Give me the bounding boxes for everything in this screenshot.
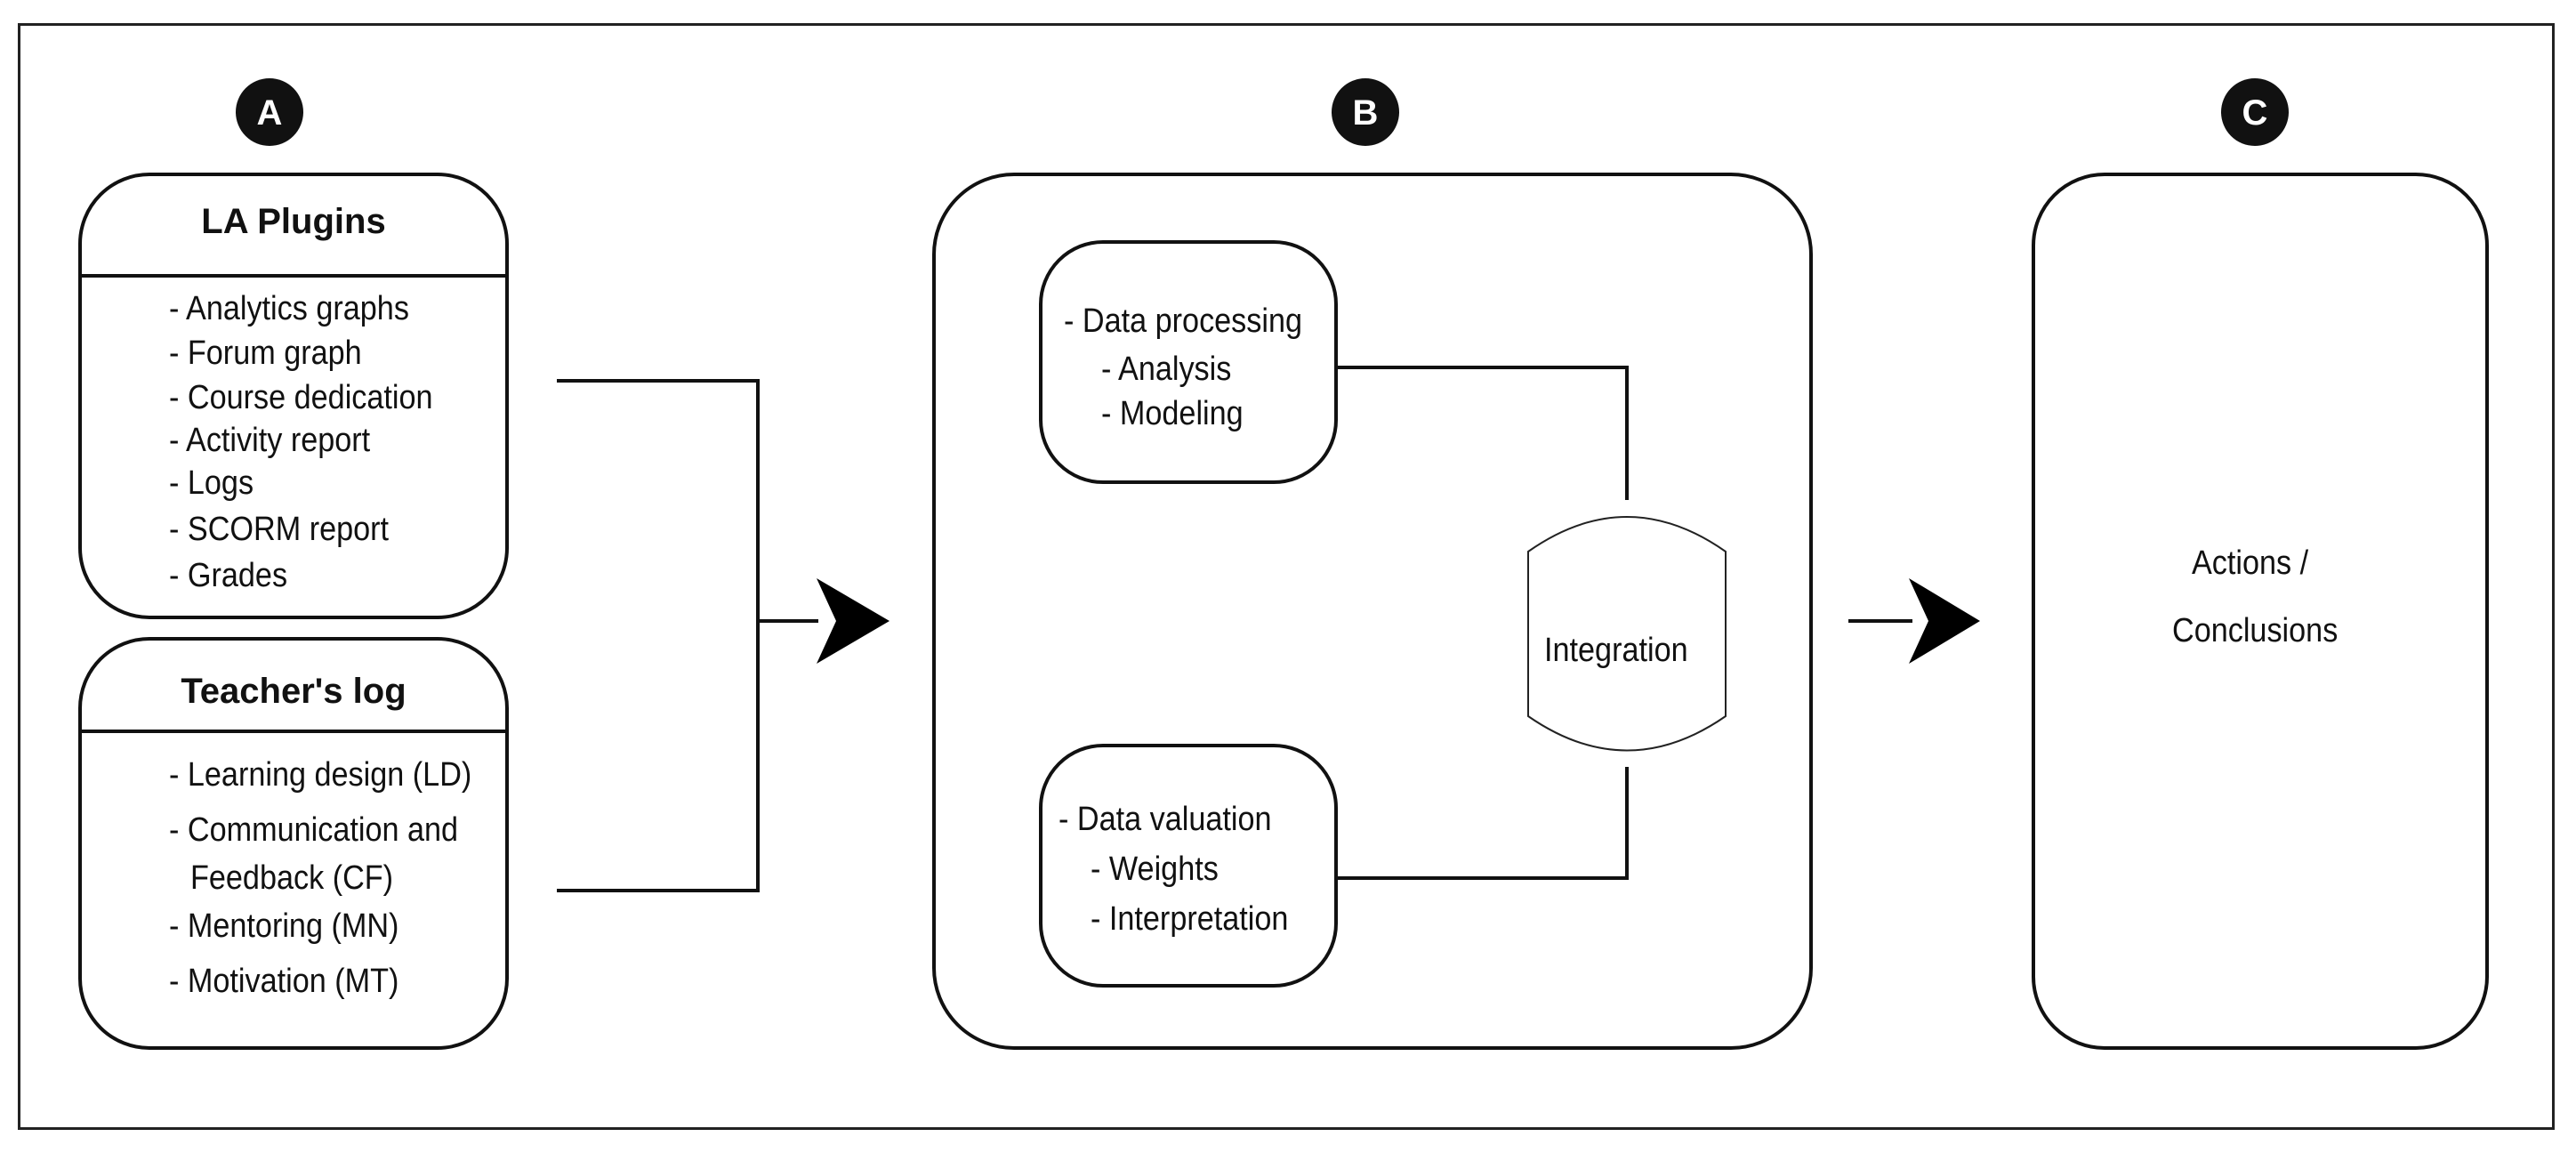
section-b-box	[932, 173, 1813, 1050]
list-item: - SCORM report	[169, 511, 390, 548]
badge-a: A	[236, 78, 303, 146]
integration-cylinder	[1527, 516, 1727, 752]
data-processing-box	[1039, 240, 1338, 484]
data-processing-sub: - Modeling	[1101, 395, 1244, 432]
svg-text:C: C	[2242, 93, 2268, 133]
list-item: - Forum graph	[169, 335, 362, 372]
list-item: - Activity report	[169, 422, 371, 459]
list-item: - Analytics graphs	[169, 290, 409, 327]
svg-text:A: A	[257, 93, 283, 133]
arrow-head-to-c	[1909, 578, 1980, 664]
integration-label: Integration	[1544, 632, 1688, 669]
list-item: - Motivation (MT)	[169, 963, 399, 1000]
list-item: - Course dedication	[169, 379, 433, 416]
conclusions-label: Conclusions	[2172, 612, 2339, 649]
data-valuation-sub: - Weights	[1091, 851, 1219, 888]
list-item: Feedback (CF)	[190, 859, 394, 897]
bracket-connector	[557, 379, 818, 892]
data-valuation-sub: - Interpretation	[1091, 900, 1289, 938]
data-valuation-box	[1039, 744, 1338, 988]
valuation-to-integration-line	[1336, 767, 1629, 880]
svg-text:B: B	[1353, 93, 1379, 133]
actions-label: Actions /	[2192, 544, 2309, 582]
list-item: - Logs	[169, 464, 254, 502]
data-processing-sub: - Analysis	[1101, 351, 1232, 388]
data-valuation-heading: - Data valuation	[1059, 801, 1272, 838]
teachers-log-title: Teacher's log	[181, 672, 407, 711]
list-item: - Learning design (LD)	[169, 756, 472, 794]
list-item: - Communication and	[169, 811, 459, 849]
diagram-frame	[18, 23, 2555, 1130]
processing-to-integration-line	[1336, 366, 1629, 500]
badge-b: B	[1332, 78, 1399, 146]
data-processing-heading: - Data processing	[1064, 302, 1303, 340]
section-c-box	[2032, 173, 2489, 1050]
la-plugins-title: LA Plugins	[201, 202, 386, 241]
list-item: - Grades	[169, 557, 288, 594]
arrow-head-to-b	[817, 578, 890, 664]
badge-c: C	[2221, 78, 2289, 146]
list-item: - Mentoring (MN)	[169, 907, 399, 945]
la-plugins-box	[78, 173, 509, 619]
teachers-log-box	[78, 637, 509, 1050]
